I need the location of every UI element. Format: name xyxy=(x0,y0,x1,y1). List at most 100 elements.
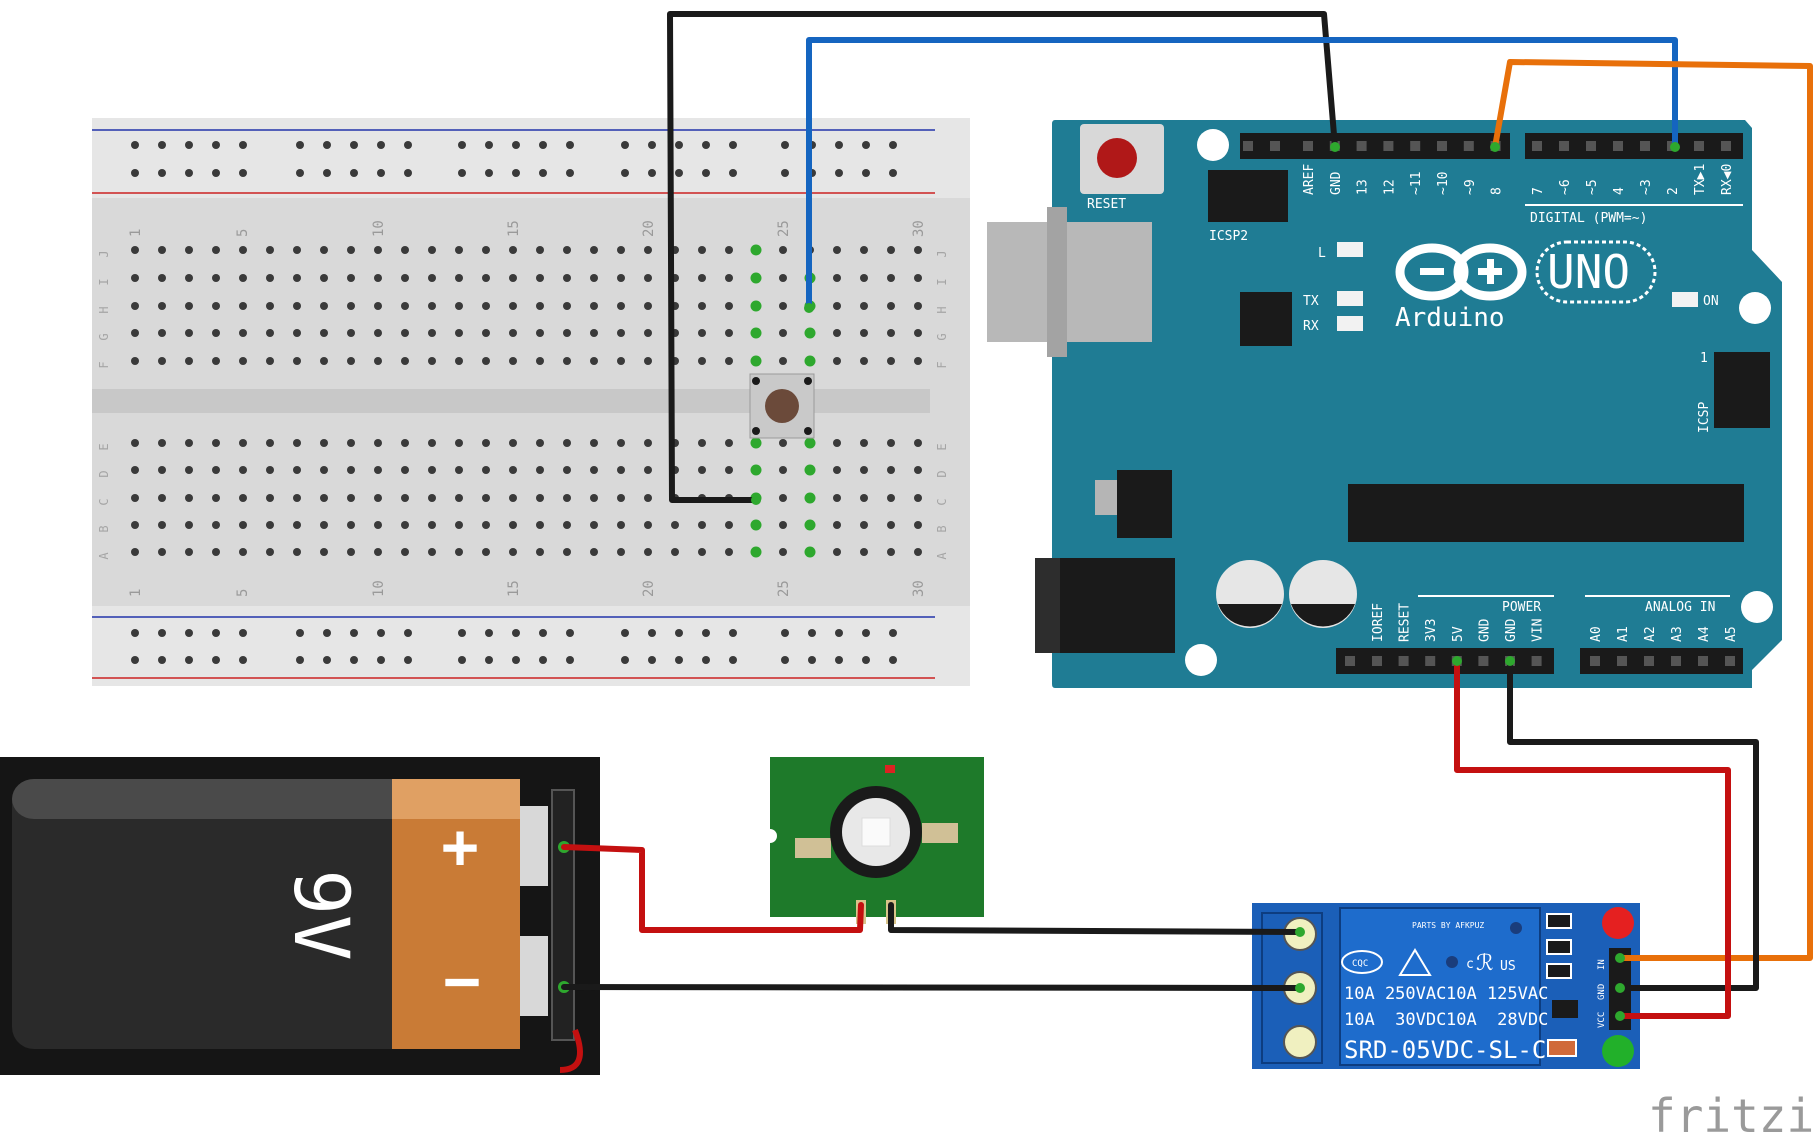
wire-end-dot xyxy=(1615,1011,1625,1021)
breadboard-hole xyxy=(293,466,301,474)
breadboard-hole xyxy=(131,302,139,310)
led-rx xyxy=(1337,316,1363,331)
breadboard-hole xyxy=(347,439,355,447)
breadboard-hole xyxy=(347,521,355,529)
breadboard-hole xyxy=(374,494,382,502)
breadboard-hole xyxy=(750,272,762,284)
breadboard-hole xyxy=(401,466,409,474)
icsp-pin1-label: 1 xyxy=(1700,351,1708,366)
rail-hole xyxy=(377,169,385,177)
analog-pin-label: A2 xyxy=(1643,626,1658,642)
rail-hole xyxy=(485,629,493,637)
breadboard-hole xyxy=(536,246,544,254)
power-pin-socket xyxy=(1398,656,1409,666)
rail-hole xyxy=(729,141,737,149)
analog-pin-label: A4 xyxy=(1697,626,1712,642)
rail-hole xyxy=(512,141,520,149)
rail-hole xyxy=(566,629,574,637)
wire-black-gnd-relay xyxy=(1507,658,1759,991)
breadboard-hole xyxy=(158,329,166,337)
breadboard-hole xyxy=(455,274,463,282)
relay-rating-2: 10A 125VAC xyxy=(1446,984,1548,1004)
relay-rating-3: 10A 30VDC xyxy=(1344,1010,1446,1030)
breadboard-hole xyxy=(266,357,274,365)
breadboard-hole xyxy=(833,466,841,474)
rail-hole xyxy=(404,656,412,664)
breadboard-hole xyxy=(833,274,841,282)
breadboard-hole xyxy=(509,466,517,474)
icsp-header xyxy=(1714,352,1770,428)
breadboard-hole xyxy=(750,327,762,339)
relay-status-led-red xyxy=(1602,907,1634,939)
relay-cqc-icon xyxy=(1341,950,1383,974)
breadboard-hole xyxy=(212,439,220,447)
breadboard-hole xyxy=(320,494,328,502)
digital-pin-socket xyxy=(1243,141,1253,151)
breadboard-hole xyxy=(131,329,139,337)
rail-hole xyxy=(377,141,385,149)
power-pin-socket xyxy=(1478,656,1489,666)
bb-row-letter: B xyxy=(97,525,111,532)
breadboard-hole xyxy=(185,548,193,556)
rail-hole xyxy=(458,629,466,637)
uno-badge xyxy=(1535,240,1657,304)
breadboard-hole xyxy=(131,274,139,282)
bb-col-num: 15 xyxy=(506,580,522,597)
breadboard-hole xyxy=(509,274,517,282)
led-l xyxy=(1337,242,1363,257)
breadboard-hole xyxy=(644,246,652,254)
rail-hole xyxy=(539,169,547,177)
breadboard-hole xyxy=(563,302,571,310)
rail-hole xyxy=(566,656,574,664)
breadboard-hole xyxy=(428,548,436,556)
breadboard-hole xyxy=(266,466,274,474)
relay-pin-in-label: IN xyxy=(1597,959,1607,970)
breadboard-hole xyxy=(887,329,895,337)
power-header xyxy=(1336,648,1554,674)
breadboard-hole xyxy=(158,466,166,474)
bb-row-letter: D xyxy=(97,470,111,477)
breadboard-hole xyxy=(212,274,220,282)
breadboard-hole xyxy=(266,246,274,254)
rail-hole xyxy=(835,629,843,637)
breadboard-hole xyxy=(509,521,517,529)
breadboard-hole xyxy=(185,521,193,529)
breadboard-hole xyxy=(617,329,625,337)
breadboard-hole xyxy=(914,439,922,447)
led-marker xyxy=(885,765,895,773)
digital-header-right xyxy=(1525,133,1743,159)
battery-minus-text: − xyxy=(443,944,480,1017)
breadboard-hole xyxy=(482,439,490,447)
breadboard-hole xyxy=(374,439,382,447)
battery-plus-text: + xyxy=(441,810,478,883)
breadboard-hole xyxy=(428,329,436,337)
breadboard-hole xyxy=(320,521,328,529)
breadboard-hole xyxy=(428,246,436,254)
breadboard-hole xyxy=(536,302,544,310)
breadboard-hole xyxy=(698,357,706,365)
wire-orange-pin8-relay xyxy=(1492,59,1813,961)
breadboard-hole xyxy=(212,521,220,529)
digital-pin-label: ~5 xyxy=(1585,179,1600,195)
breadboard-hole xyxy=(158,521,166,529)
breadboard-hole xyxy=(860,274,868,282)
breadboard-hole xyxy=(239,494,247,502)
digital-pin-socket xyxy=(1303,141,1313,151)
breadboard-hole xyxy=(158,548,166,556)
breadboard-hole xyxy=(750,464,762,476)
rail-hole xyxy=(185,629,193,637)
rail-hole xyxy=(539,656,547,664)
rail-hole xyxy=(702,629,710,637)
breadboard-hole xyxy=(590,466,598,474)
rail-hole xyxy=(862,169,870,177)
breadboard-hole xyxy=(725,302,733,310)
voltage-regulator xyxy=(1117,470,1172,538)
breadboard-hole xyxy=(401,302,409,310)
breadboard-hole xyxy=(509,302,517,310)
analog-pin-label: A5 xyxy=(1724,626,1739,642)
breadboard-hole xyxy=(239,466,247,474)
wire-red-battery-led xyxy=(561,844,864,933)
rail-hole xyxy=(485,656,493,664)
breadboard-hole xyxy=(833,494,841,502)
